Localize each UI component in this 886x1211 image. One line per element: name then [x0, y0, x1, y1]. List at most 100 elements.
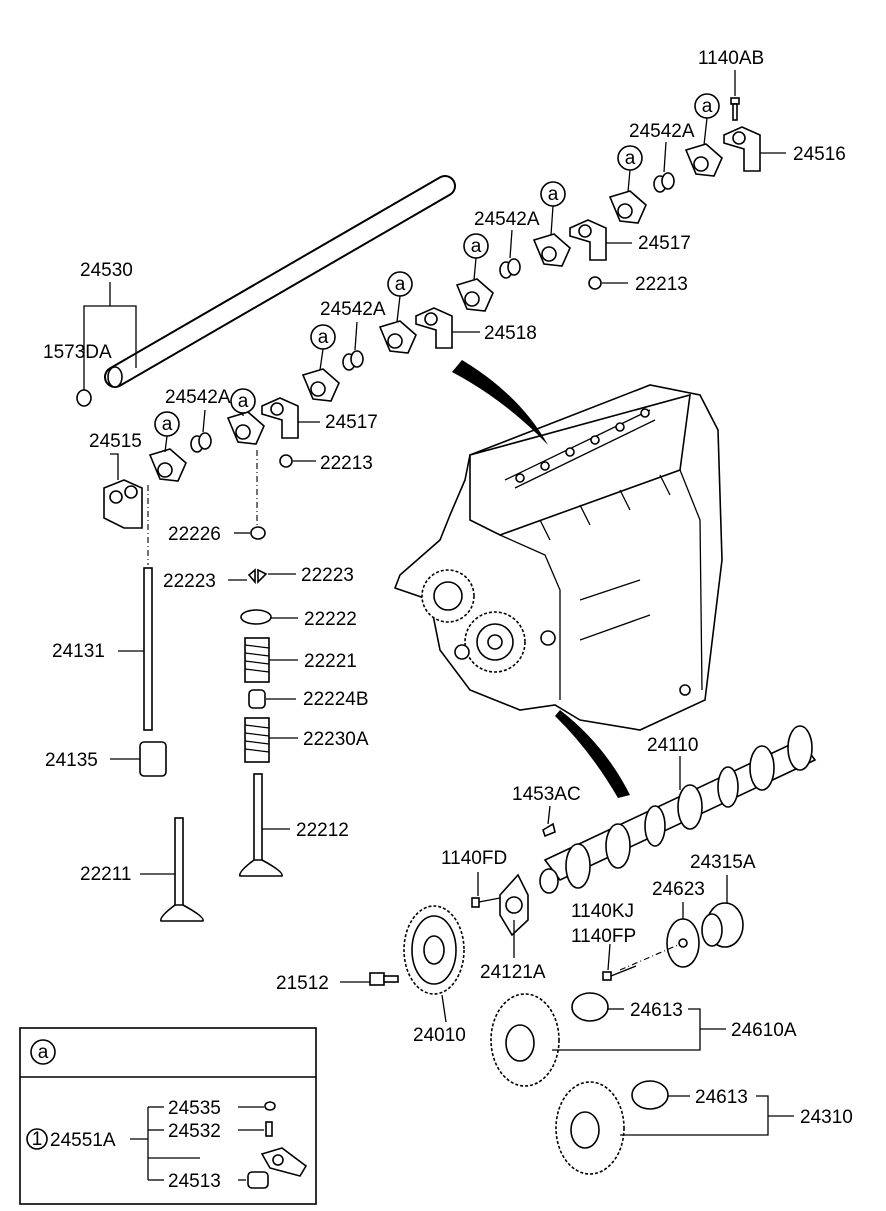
callout-letter: a — [702, 96, 713, 117]
label-24516: 24516 — [793, 144, 846, 165]
label-1573DA: 1573DA — [43, 342, 112, 363]
label-22223-right: 22223 — [301, 565, 354, 586]
thrust-plate-24121A — [499, 873, 529, 958]
rocker-arm — [684, 117, 723, 177]
label-24121A: 24121A — [480, 962, 546, 983]
callout-a: a — [694, 93, 720, 119]
legend-rocker-icon — [260, 1147, 308, 1177]
rocker-arm — [301, 348, 340, 402]
label-22223-left: 22223 — [163, 571, 216, 592]
bearing-24315A — [701, 875, 744, 948]
label-24542A: 24542A — [629, 121, 695, 142]
label-24131: 24131 — [52, 641, 105, 662]
arrow-to-camshaft — [555, 710, 630, 798]
legend-index-circle — [26, 1128, 48, 1150]
idler-gear-24310 — [555, 1081, 625, 1175]
label-24613: 24613 — [695, 1087, 748, 1108]
label-22222: 22222 — [304, 609, 357, 630]
label-24515: 24515 — [89, 431, 142, 452]
bolt-21512 — [340, 972, 399, 986]
keepers-22223 — [228, 568, 296, 585]
legend-part2: 24532 — [168, 1121, 221, 1142]
camshaft-24110 — [539, 725, 817, 894]
arrow-to-head — [452, 360, 548, 445]
legend-box: a 1 24551A 24535 24532 24513 — [19, 1027, 317, 1205]
label-22212: 22212 — [296, 820, 349, 841]
label-24542A: 24542A — [165, 387, 231, 408]
label-24518: 24518 — [484, 323, 537, 344]
valve-22211 — [140, 817, 204, 922]
spring-coil — [653, 141, 675, 193]
label-22211: 22211 — [80, 864, 131, 885]
callout-circles: a a a a a a a a — [154, 93, 720, 437]
legend-nut-icon — [264, 1101, 276, 1111]
label-24542A: 24542A — [474, 209, 540, 230]
label-24135: 24135 — [45, 750, 98, 771]
label-21512: 21512 — [276, 973, 329, 994]
rocker-springs — [190, 141, 675, 453]
rocker-arm — [608, 169, 647, 224]
label-24542A: 24542A — [320, 299, 386, 320]
label-24623: 24623 — [652, 879, 705, 900]
label-1140AB: 1140AB — [698, 48, 764, 69]
rocker-arms — [148, 117, 723, 482]
legend-part1: 24535 — [168, 1098, 221, 1119]
valve-22212 — [238, 773, 290, 877]
bushing-24613 — [631, 1080, 690, 1110]
label-1140FP: 1140FP — [571, 926, 636, 947]
valve-spring-22221 — [244, 637, 298, 683]
rocker-arm — [532, 205, 571, 267]
tappet-24135 — [110, 741, 167, 777]
label-1140FD: 1140FD — [441, 848, 507, 869]
callout-letter: a — [395, 274, 406, 295]
idler-gear-24610A — [490, 993, 560, 1087]
valve-spring-22230A — [244, 717, 298, 763]
label-22224B: 22224B — [303, 689, 369, 710]
callout-letter: a — [625, 148, 636, 169]
bolt-1140KJ-1140FP — [602, 943, 637, 981]
pushrod-24131 — [118, 567, 153, 731]
rocker-bracket-24517 — [569, 219, 632, 261]
callout-a: a — [540, 181, 566, 207]
rocker-bracket-24515 — [103, 453, 143, 529]
label-22230A: 22230A — [303, 729, 369, 750]
part-labels: 1140AB 24542A 24516 24542A 24517 22213 2… — [43, 48, 853, 1128]
callout-letter: a — [318, 327, 329, 348]
label-24315A: 24315A — [690, 852, 756, 873]
label-24110: 24110 — [647, 735, 698, 756]
label-1453AC: 1453AC — [512, 784, 581, 805]
legend-screw-icon — [265, 1121, 273, 1137]
cap-22226 — [234, 526, 266, 540]
label-24310: 24310 — [800, 1107, 853, 1128]
legend-callout-circle — [30, 1039, 56, 1065]
label-22213: 22213 — [320, 453, 373, 474]
rocker-bracket-24518 — [415, 307, 480, 349]
plug-1573DA — [76, 389, 92, 407]
label-24517: 24517 — [325, 412, 378, 433]
bushing-24613 — [571, 992, 624, 1022]
callout-a: a — [310, 324, 336, 350]
label-22221: 22221 — [304, 651, 357, 672]
spring-coil — [342, 321, 364, 371]
rocker-arm — [226, 411, 265, 445]
label-24613: 24613 — [630, 1000, 683, 1021]
camshaft-gear-24010 — [403, 905, 465, 1023]
seal-22224B — [248, 689, 296, 709]
legend-part3: 24513 — [168, 1171, 221, 1192]
rocker-arm — [148, 435, 187, 482]
nut-22213 — [279, 454, 316, 468]
label-24530: 24530 — [80, 260, 133, 281]
legend-assembly: 24551A — [50, 1130, 116, 1151]
rocker-arm — [455, 257, 494, 312]
callout-a: a — [154, 411, 180, 437]
callout-letter: a — [162, 414, 173, 435]
rocker-shaft — [104, 175, 456, 388]
label-24610A: 24610A — [731, 1020, 797, 1041]
spring-coil — [499, 229, 521, 279]
label-1140KJ: 1140KJ — [571, 901, 634, 922]
callout-letter: a — [238, 391, 249, 412]
retainer-22222 — [240, 609, 298, 625]
rocker-bracket-24517 — [261, 397, 320, 439]
callout-a: a — [463, 233, 489, 259]
